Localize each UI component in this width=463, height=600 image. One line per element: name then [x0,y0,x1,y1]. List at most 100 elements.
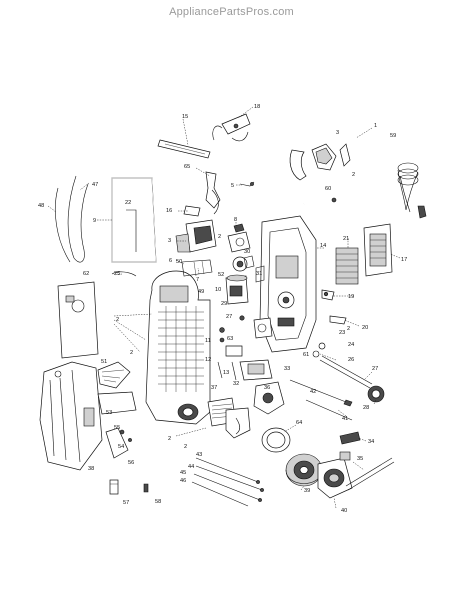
callout-48: 48 [38,203,44,209]
side-panel-part[interactable] [97,391,137,415]
bag-frame-part[interactable] [111,177,157,263]
callout-33: 33 [284,366,290,372]
callout-49: 49 [198,289,204,295]
hose-clip-part[interactable] [321,289,347,325]
front-cover-part[interactable] [39,361,103,471]
power-cord-part[interactable] [397,162,427,219]
callout-61: 62 [83,271,89,277]
fastener-part[interactable] [219,327,243,357]
screw-part[interactable] [109,479,149,495]
callout-17: 17 [401,257,407,263]
callout-60: 61 [303,352,309,358]
callout-2: 2 [130,350,133,356]
brush-roll-part[interactable] [345,457,395,491]
callout-64: 65 [184,164,190,170]
callout-37: 37 [211,385,217,391]
site-watermark: AppliancePartsPros.com [169,6,294,18]
callout-23: 23 [339,330,345,336]
callout-44: 44 [188,464,194,470]
callout-2: 2 [352,172,355,178]
callout-1: 1 [374,123,377,129]
callout-22: 22 [125,200,131,206]
latch-part[interactable] [105,427,132,459]
callout-30: 30 [244,249,250,255]
agitator-clip-part[interactable] [339,431,361,445]
switch-plate-part[interactable] [183,205,201,217]
motor-ring-part[interactable] [261,427,291,453]
callout-58: 58 [155,499,161,505]
callout-43: 43 [196,452,202,458]
motor-part[interactable] [285,453,323,487]
dust-bag-part[interactable] [57,281,99,359]
wand-part[interactable] [157,139,211,159]
cable-set-part[interactable] [191,457,264,507]
callout-16: 16 [166,208,172,214]
callout-51: 51 [101,359,107,365]
vacuum-body-part[interactable] [145,270,211,425]
callout-52: 52 [218,272,224,278]
callout-28: 28 [363,405,369,411]
rear-wheel-part[interactable] [367,385,385,403]
switch-wires-part[interactable] [205,171,221,215]
callout-58: 59 [390,133,396,139]
callout-56: 56 [128,460,134,466]
motor-fan-part[interactable] [317,451,353,499]
callout-45: 45 [180,470,186,476]
hose-handle-part[interactable] [289,122,364,224]
callout-8: 8 [234,217,237,223]
callout-15: 15 [182,114,188,120]
hose-screw-part[interactable] [331,197,337,203]
callout-3: 3 [168,238,171,244]
callout-46: 46 [180,478,186,484]
part-number-labels: 1 2 2 2 2 2 2 2 3 3 5 6 7 8 9 10 11 12 1… [38,104,407,514]
callout-62: 63 [227,336,233,342]
filter-door-part[interactable] [363,223,393,277]
filter-clip-part[interactable] [111,271,137,277]
callout-40: 40 [341,508,347,514]
callout-14: 14 [320,243,326,249]
axle-part[interactable] [217,361,237,381]
pedal-rod-part[interactable] [318,342,373,389]
callout-24: 24 [348,342,354,348]
callout-32: 32 [233,381,239,387]
callout-31: 31 [256,271,262,277]
callout-53: 53 [106,410,112,416]
callout-12: 12 [205,357,211,363]
callout-21: 21 [343,236,349,242]
rear-housing-part[interactable] [253,215,317,353]
callout-27: 27 [372,366,378,372]
belt-part[interactable] [55,175,89,263]
callout-6: 6 [169,258,172,264]
callout-2: 2 [116,317,119,323]
callout-2: 2 [218,234,221,240]
callout-19: 19 [348,294,354,300]
callout-50: 50 [176,259,182,265]
wire-harness-part[interactable] [212,113,251,142]
cyclone-part[interactable] [225,274,249,305]
callout-7: 7 [196,277,199,283]
gear-part[interactable] [232,256,248,272]
wire-clip-part[interactable] [239,181,255,187]
callout-2: 2 [184,444,187,450]
callout-18: 18 [254,104,260,110]
side-grille-part[interactable] [97,361,131,389]
hepa-filter-part[interactable] [335,247,359,285]
callout-25: 25 [114,271,120,277]
callout-3: 3 [336,130,339,136]
bracket-part[interactable] [181,259,213,277]
callout-41: 41 [342,416,348,422]
callout-63: 64 [296,420,302,426]
callout-2: 2 [347,326,350,332]
duct-part[interactable] [225,407,251,439]
base-plate-part[interactable] [239,359,273,381]
callout-42: 42 [310,389,316,395]
callout-26: 26 [348,357,354,363]
small-hardware-part[interactable] [239,255,320,358]
drive-rod-part[interactable] [289,379,353,421]
switch-assembly-part[interactable] [227,223,251,253]
callout-27: 27 [226,314,232,320]
fan-housing-part[interactable] [253,381,285,415]
callout-54: 54 [118,444,124,450]
motor-housing-part[interactable] [175,219,217,253]
callout-57: 57 [123,500,129,506]
